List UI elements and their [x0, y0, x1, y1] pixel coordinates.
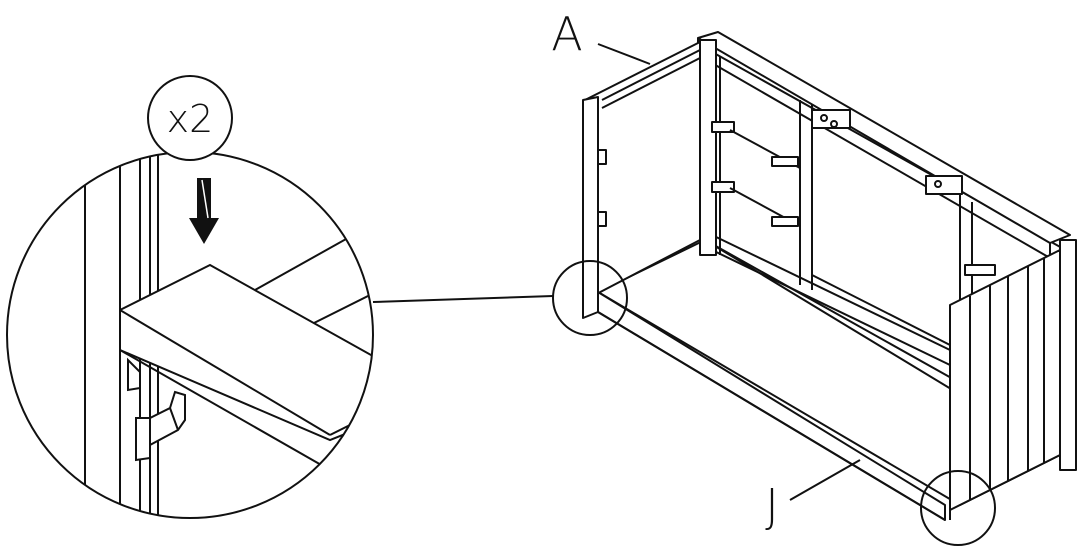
zoom-detail: [6, 151, 554, 519]
metal-clip: [127, 357, 141, 392]
cabinet-frame: [552, 31, 1077, 546]
detail-circle-back-left: [552, 260, 628, 336]
top-rail: [697, 31, 1071, 244]
quantity-label: x2: [167, 97, 214, 141]
quantity-badge: x2: [147, 75, 233, 161]
part-label-j: J: [765, 479, 779, 533]
part-label-a: A: [551, 7, 582, 61]
leader-line: [372, 295, 554, 303]
leader-j: [789, 459, 861, 501]
leader-a: [597, 43, 651, 65]
detail-circle-front-right: [920, 470, 996, 546]
